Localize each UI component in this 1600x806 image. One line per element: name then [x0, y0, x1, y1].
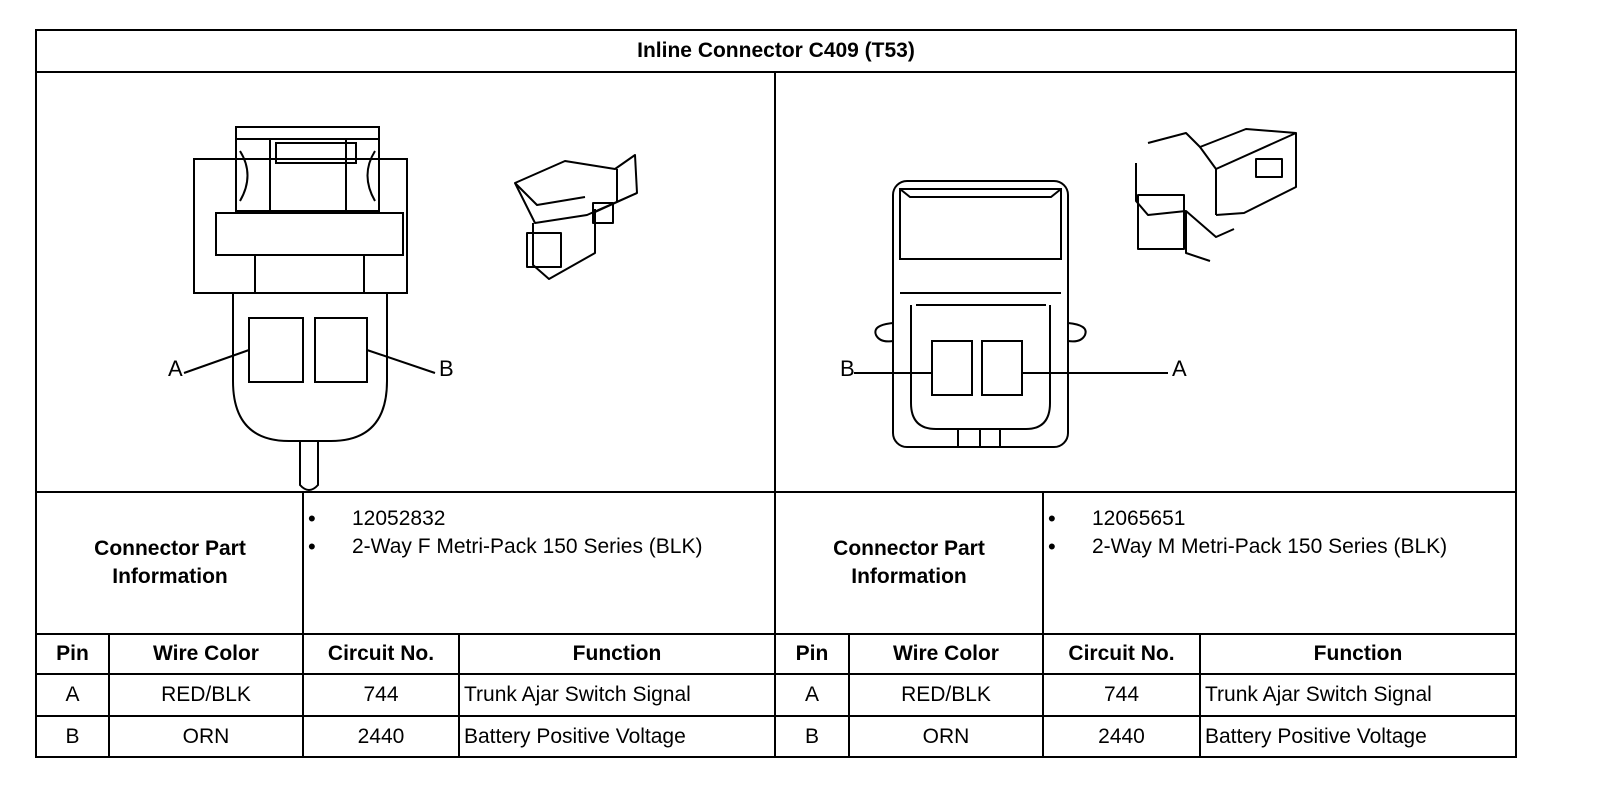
table-row-b-pin: B — [804, 724, 819, 748]
list-item: 2-Way F Metri-Pack 150 Series (BLK) — [304, 533, 774, 561]
right-part-list-cell: 12065651 2-Way M Metri-Pack 150 Series (… — [1044, 505, 1514, 561]
left-part-list-cell: 12052832 2-Way F Metri-Pack 150 Series (… — [304, 505, 774, 561]
table-row-b-wire-color: ORN — [182, 724, 230, 748]
header-function: Function — [1313, 642, 1403, 665]
header-circuit-no: Circuit No. — [1068, 642, 1175, 665]
left-connector-drawing-pane: A B — [37, 73, 776, 493]
table-row-b-pin: B — [65, 724, 80, 748]
right-pin-b-label: B — [840, 356, 855, 381]
divider — [37, 715, 1515, 717]
divider — [1042, 493, 1044, 633]
table-row-a-function: Trunk Ajar Switch Signal — [464, 683, 691, 706]
divider — [37, 633, 1515, 635]
male-connector-face-view — [854, 128, 1297, 448]
header-wire-color: Wire Color — [893, 642, 999, 665]
table-row-b-wire-color: ORN — [922, 724, 970, 748]
list-item: 12065651 — [1044, 505, 1514, 533]
divider — [774, 493, 776, 633]
table-row-a-function: Trunk Ajar Switch Signal — [1205, 683, 1432, 706]
divider — [37, 673, 1515, 675]
left-pin-a-label: A — [168, 356, 183, 381]
header-pin: Pin — [795, 642, 829, 665]
table-row-b-function: Battery Positive Voltage — [1205, 724, 1427, 748]
table-row-a-wire-color: RED/BLK — [901, 683, 991, 706]
page-title: Inline Connector C409 (T53) — [37, 31, 1515, 73]
female-connector-face-view — [183, 126, 638, 491]
header-wire-color: Wire Color — [153, 642, 259, 665]
divider — [302, 635, 304, 756]
divider — [848, 635, 850, 756]
table-row-b-function: Battery Positive Voltage — [464, 724, 686, 748]
table-row-a-wire-color: RED/BLK — [161, 683, 251, 706]
divider — [108, 635, 110, 756]
table-row-a-circuit: 744 — [1103, 683, 1140, 706]
right-info-label-cell: Connector Part Information — [776, 493, 1042, 633]
table-row-b-circuit: 2440 — [1098, 724, 1145, 748]
table-row-a-pin: A — [65, 683, 80, 706]
connector-frame: Inline Connector C409 (T53) — [35, 29, 1517, 758]
table-row-a-pin: A — [804, 683, 819, 706]
left-info-label: Connector Part Information — [94, 537, 246, 588]
divider — [774, 635, 776, 756]
header-pin: Pin — [56, 642, 89, 665]
divider — [458, 635, 460, 756]
header-circuit-no: Circuit No. — [327, 642, 435, 665]
right-pin-a-label: A — [1172, 356, 1187, 381]
right-info-label: Connector Part Information — [833, 537, 985, 588]
divider — [1199, 635, 1201, 756]
divider — [302, 493, 304, 633]
left-pin-b-label: B — [439, 356, 454, 381]
right-connector-drawing-pane: B A — [776, 73, 1515, 493]
list-item: 2-Way M Metri-Pack 150 Series (BLK) — [1044, 533, 1514, 561]
left-part-list: 12052832 2-Way F Metri-Pack 150 Series (… — [304, 505, 774, 561]
left-info-label-cell: Connector Part Information — [37, 493, 303, 633]
table-row-b-circuit: 2440 — [357, 724, 405, 748]
right-part-list: 12065651 2-Way M Metri-Pack 150 Series (… — [1044, 505, 1514, 561]
header-function: Function — [572, 642, 662, 665]
divider — [1042, 635, 1044, 756]
pane-divider — [774, 73, 776, 493]
table-row-a-circuit: 744 — [363, 683, 399, 706]
list-item: 12052832 — [304, 505, 774, 533]
